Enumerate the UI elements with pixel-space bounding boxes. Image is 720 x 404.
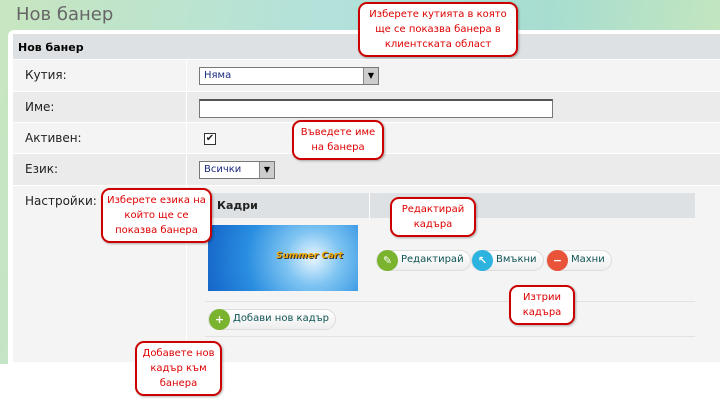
row-name: Име:	[13, 92, 720, 122]
remove-label: Махни	[571, 254, 605, 265]
banner-thumbnail: Summer Cart	[208, 225, 358, 291]
settings-label: Настройки:	[13, 186, 187, 362]
language-value: Всички	[204, 164, 242, 175]
page-footer-area	[0, 364, 720, 404]
row-box: Кутия: Няма ▼	[13, 60, 720, 91]
name-label: Име:	[13, 92, 187, 122]
plus-icon: +	[209, 309, 230, 330]
language-select[interactable]: Всички ▼	[199, 161, 275, 179]
insert-frame-button[interactable]: ↖Вмъкни	[471, 250, 544, 271]
add-label: Добави нов кадър	[233, 313, 330, 324]
divider	[205, 301, 695, 302]
minus-icon: −	[547, 250, 568, 271]
remove-frame-button[interactable]: −Махни	[546, 250, 612, 271]
box-value: Няма	[204, 70, 232, 81]
active-label: Активен:	[13, 123, 187, 153]
pencil-icon: ✎	[377, 250, 398, 271]
callout-delete: Изтрии кадъра	[509, 285, 575, 325]
page-title: Нов банер	[16, 4, 114, 25]
arrow-up-left-icon: ↖	[472, 250, 493, 271]
box-label: Кутия:	[13, 60, 187, 91]
box-select[interactable]: Няма ▼	[199, 67, 379, 85]
divider	[205, 336, 695, 337]
callout-edit: Редактирай кадъра	[390, 197, 476, 237]
callout-name: Въведете име на банера	[292, 120, 384, 160]
row-language: Език: Всички ▼	[13, 154, 720, 185]
banner-logo: Summer Cart	[276, 251, 343, 261]
chevron-down-icon[interactable]: ▼	[363, 68, 378, 84]
add-frame-button[interactable]: +Добави нов кадър	[208, 309, 337, 330]
callout-language: Изберете езика на който ще се показва ба…	[101, 188, 212, 243]
callout-add: Добавете нов кадър към банера	[135, 341, 222, 396]
callout-box: Изберете кутията в която ще се показва б…	[358, 2, 518, 57]
active-checkbox[interactable]: ✔	[204, 133, 216, 145]
language-label: Език:	[13, 154, 187, 185]
name-input[interactable]	[199, 99, 553, 118]
insert-label: Вмъкни	[496, 254, 537, 265]
chevron-down-icon[interactable]: ▼	[259, 162, 274, 178]
frames-header: Кадри	[205, 193, 370, 218]
edit-frame-button[interactable]: ✎Редактирай	[376, 250, 471, 271]
edit-label: Редактирай	[401, 254, 464, 265]
